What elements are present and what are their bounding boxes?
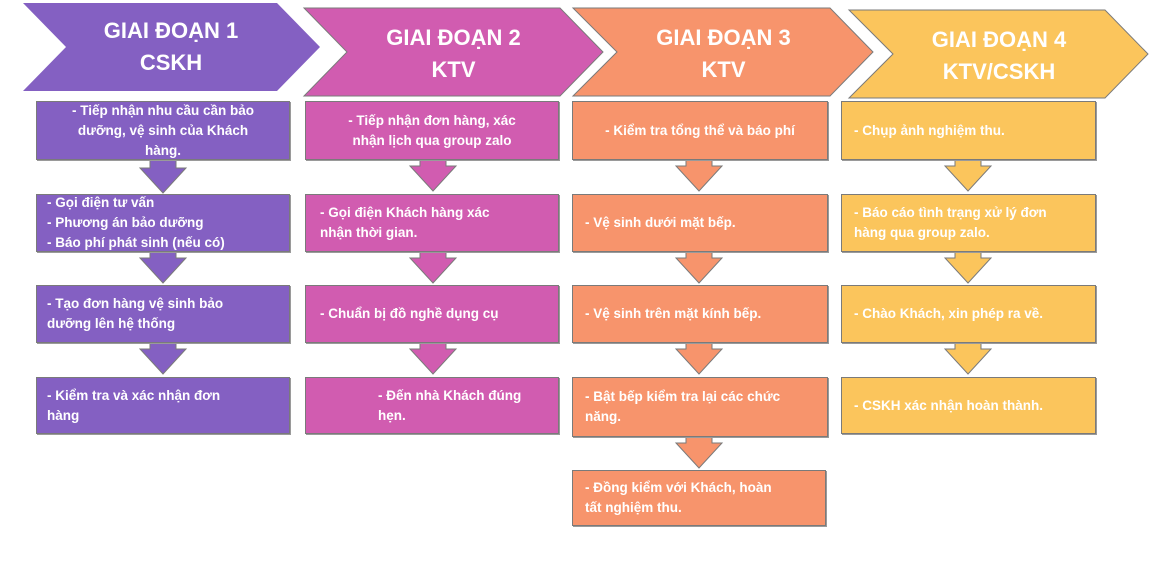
step-text: - CSKH xác nhận hoàn thành.	[854, 397, 1044, 413]
stage-4-title: GIAI ĐOẠN 4 KTV/CSKH	[931, 27, 1067, 84]
stage-2-step-1: - Tiếp nhận đơn hàng, xác nhận lịch qua …	[305, 101, 559, 160]
down-arrow-icon	[408, 159, 458, 192]
down-arrow-icon	[943, 251, 993, 284]
step-text: - Báo cáo tình trạng xử lý đơn hàng qua …	[854, 205, 1047, 240]
down-arrow-icon	[408, 342, 458, 375]
step-text: - Tiếp nhận nhu cầu cần bảo dưỡng, vệ si…	[71, 102, 255, 158]
step-text: - Vệ sinh dưới mặt bếp.	[585, 215, 736, 230]
stage-3-chevron	[571, 7, 874, 97]
stage-4-step-3: - Chào Khách, xin phép ra về.	[841, 285, 1096, 343]
stage-4-step-1: - Chụp ảnh nghiệm thu.	[841, 101, 1096, 160]
down-arrow-icon	[138, 251, 188, 284]
step-text: - Đến nhà Khách đúng hẹn.	[378, 387, 522, 423]
stage-2-step-3: - Chuẩn bị đồ nghề dụng cụ	[305, 285, 559, 343]
step-text: - Chuẩn bị đồ nghề dụng cụ	[320, 306, 499, 321]
stage-1-chevron	[23, 3, 320, 91]
step-text: - Gọi điện Khách hàng xác nhận thời gian…	[320, 205, 490, 240]
stage-1-step-2: - Gọi điện tư vấn - Phương án bảo dưỡng …	[36, 194, 290, 252]
stage-2-step-4: - Đến nhà Khách đúng hẹn.	[305, 377, 559, 434]
down-arrow-icon	[138, 159, 188, 194]
stage-3-step-4: - Bật bếp kiểm tra lại các chức năng.	[572, 377, 828, 437]
down-arrow-icon	[674, 251, 724, 284]
stage-3-step-1: - Kiểm tra tổng thể và báo phí	[572, 101, 828, 160]
stage-3-step-5: - Đồng kiểm với Khách, hoàn tất nghiệm t…	[572, 470, 826, 526]
stage-1-step-4: - Kiểm tra và xác nhận đơn hàng	[36, 377, 290, 434]
step-text: - Tạo đơn hàng vệ sinh bảo dưỡng lên hệ …	[47, 296, 224, 331]
step-text: - Kiểm tra tổng thể và báo phí	[605, 122, 795, 138]
down-arrow-icon	[408, 251, 458, 284]
stage-4-step-2: - Báo cáo tình trạng xử lý đơn hàng qua …	[841, 194, 1096, 252]
stage-2-chevron	[302, 7, 604, 97]
stage-1-step-3: - Tạo đơn hàng vệ sinh bảo dưỡng lên hệ …	[36, 285, 290, 343]
stage-2-step-2: - Gọi điện Khách hàng xác nhận thời gian…	[305, 194, 559, 252]
step-text: - Gọi điện tư vấn - Phương án bảo dưỡng …	[47, 195, 225, 250]
stage-3-step-2: - Vệ sinh dưới mặt bếp.	[572, 194, 828, 252]
down-arrow-icon	[674, 159, 724, 192]
step-text: - Chụp ảnh nghiệm thu.	[854, 122, 1005, 138]
stage-1-step-1: - Tiếp nhận nhu cầu cần bảo dưỡng, vệ si…	[36, 101, 290, 160]
stage-4-chevron	[847, 9, 1149, 99]
stage-3-step-3: - Vệ sinh trên mặt kính bếp.	[572, 285, 828, 343]
step-text: - Tiếp nhận đơn hàng, xác nhận lịch qua …	[348, 112, 516, 148]
down-arrow-icon	[674, 342, 724, 375]
down-arrow-icon	[943, 159, 993, 192]
step-text: - Kiểm tra và xác nhận đơn hàng	[47, 387, 221, 423]
stage-2-title: GIAI ĐOẠN 2 KTV	[386, 25, 521, 82]
down-arrow-icon	[943, 342, 993, 375]
stage-4-step-4: - CSKH xác nhận hoàn thành.	[841, 377, 1096, 434]
step-text: - Đồng kiểm với Khách, hoàn tất nghiệm t…	[585, 480, 772, 515]
stage-1-title: GIAI ĐOẠN 1 CSKH	[103, 18, 239, 75]
step-text: - Chào Khách, xin phép ra về.	[854, 306, 1044, 321]
step-text: - Vệ sinh trên mặt kính bếp.	[585, 306, 762, 321]
down-arrow-icon	[138, 342, 188, 375]
stage-3-title: GIAI ĐOẠN 3 KTV	[656, 25, 791, 82]
step-text: - Bật bếp kiểm tra lại các chức năng.	[585, 389, 781, 424]
down-arrow-icon	[674, 436, 724, 469]
